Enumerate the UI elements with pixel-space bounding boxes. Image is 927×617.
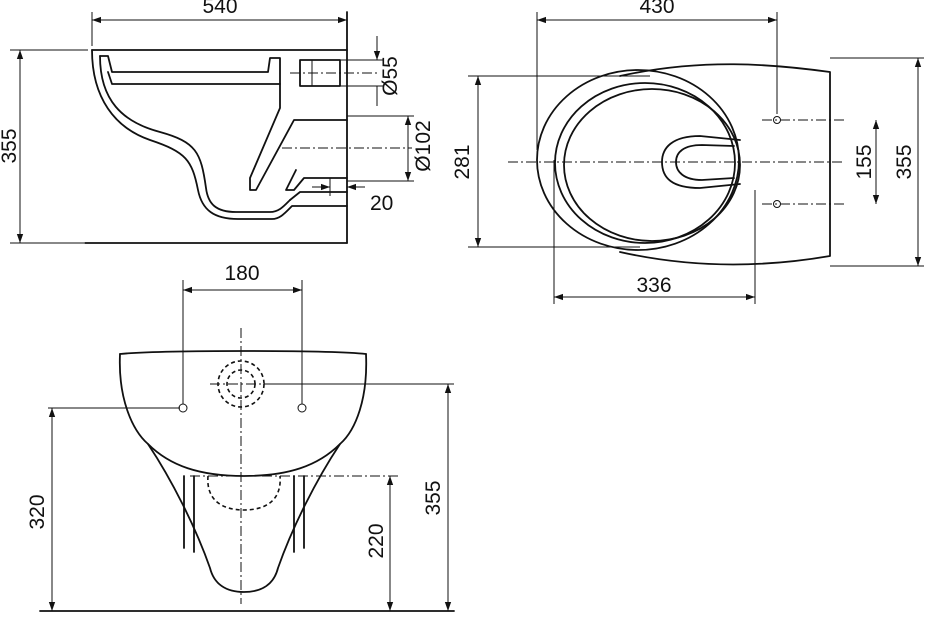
dim-d102-label: Ø102: [412, 120, 435, 171]
dim-355-label: 355: [0, 128, 21, 163]
side-rim-inner: [99, 55, 281, 85]
side-trapway-upper: [249, 83, 348, 191]
top-bolt-hole-lower: [773, 200, 781, 208]
front-rim-top: [119, 350, 367, 355]
dim-180-label: 180: [224, 262, 259, 285]
dim-top355-label: 355: [893, 144, 916, 179]
front-bolt-hole-left: [178, 403, 188, 413]
front-bowl-rim: [147, 443, 341, 477]
top-view: 430 281 336 155 355: [451, 0, 924, 304]
front-view: 180 320 220 355: [26, 262, 455, 612]
dim-front355-label: 355: [422, 480, 445, 515]
dim-336-label: 336: [636, 274, 671, 297]
front-bolt-hole-right: [297, 403, 307, 413]
top-body-outline: [619, 63, 831, 266]
dim-281-label: 281: [451, 144, 474, 179]
dim-155-label: 155: [853, 144, 876, 179]
side-body-outline: [91, 49, 348, 220]
dim-320-label: 320: [26, 494, 49, 529]
side-trapway-lower: [285, 169, 348, 191]
top-bowl-opening: [563, 88, 741, 242]
side-outlet-floor: [289, 191, 348, 201]
dim-540-label: 540: [202, 0, 237, 18]
dim-d55-label: Ø55: [379, 56, 402, 96]
dim-430-label: 430: [639, 0, 674, 18]
dim-20-label: 20: [370, 192, 393, 215]
top-rim-edge: [554, 82, 736, 244]
side-bowl-inner: [99, 55, 291, 213]
side-view: 540 355 Ø55 Ø102 20: [0, 0, 435, 244]
front-body-outline: [118, 353, 368, 593]
dim-220-label: 220: [365, 523, 388, 558]
top-bolt-hole-upper: [773, 116, 781, 124]
front-outlet-hidden: [207, 475, 281, 511]
